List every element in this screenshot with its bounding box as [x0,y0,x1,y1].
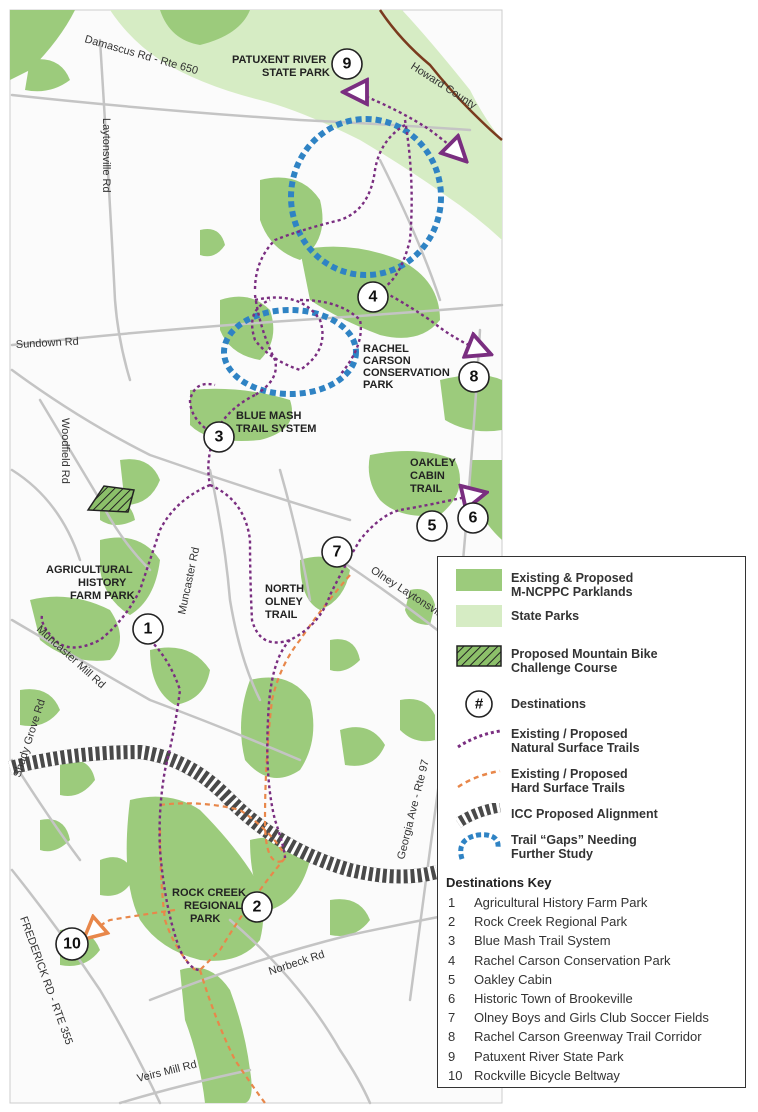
state-parks-swatch [456,605,502,627]
natural-trail-swatch [457,729,501,749]
svg-text:#: # [475,696,484,713]
legend-state-parks: State Parks [438,605,745,631]
icc-swatch [456,803,501,828]
svg-text:2: 2 [253,899,262,916]
woodfield-rd-label: Woodfield Rd [59,418,71,484]
sundown-rd-label: Sundown Rd [16,336,80,351]
marker-4[interactable]: 4 [357,281,389,313]
marker-6[interactable]: 6 [457,502,489,534]
mountain-bike-course [86,485,135,513]
natural-surface-trails [40,92,480,972]
svg-text:3: 3 [215,429,224,446]
marker-1[interactable]: 1 [132,613,164,645]
marker-3[interactable]: 3 [203,421,235,453]
marker-8[interactable]: 8 [458,361,490,393]
marker-9[interactable]: 9 [331,48,363,80]
destination-swatch: # [465,690,493,718]
svg-text:9: 9 [343,56,352,73]
mountain-bike-swatch [456,645,502,667]
hard-trail-swatch [457,769,501,789]
county-line [378,9,503,141]
svg-text:5: 5 [428,518,437,535]
svg-text:8: 8 [470,369,479,386]
legend-destinations: # Destinations [438,689,745,719]
destination-markers: 1 2 3 4 5 6 7 8 9 10 [55,48,490,961]
svg-text:1: 1 [144,621,153,638]
svg-text:6: 6 [469,510,478,527]
svg-text:4: 4 [369,289,378,306]
marker-2[interactable]: 2 [241,891,273,923]
parklands-swatch [456,569,502,591]
hard-surface-trails [92,574,351,1104]
icc-alignment [8,744,439,884]
svg-text:10: 10 [63,936,81,953]
destinations-key-title: Destinations Key [446,875,552,890]
legend-icc: ICC Proposed Alignment [438,803,745,831]
marker-7[interactable]: 7 [321,536,353,568]
laytonsville-rd-label: Laytonsville Rd [100,118,112,193]
state-park-area [110,10,502,240]
svg-text:7: 7 [333,544,342,561]
marker-5[interactable]: 5 [416,510,448,542]
trail-gaps-swatch [458,832,501,860]
marker-10[interactable]: 10 [55,927,89,961]
